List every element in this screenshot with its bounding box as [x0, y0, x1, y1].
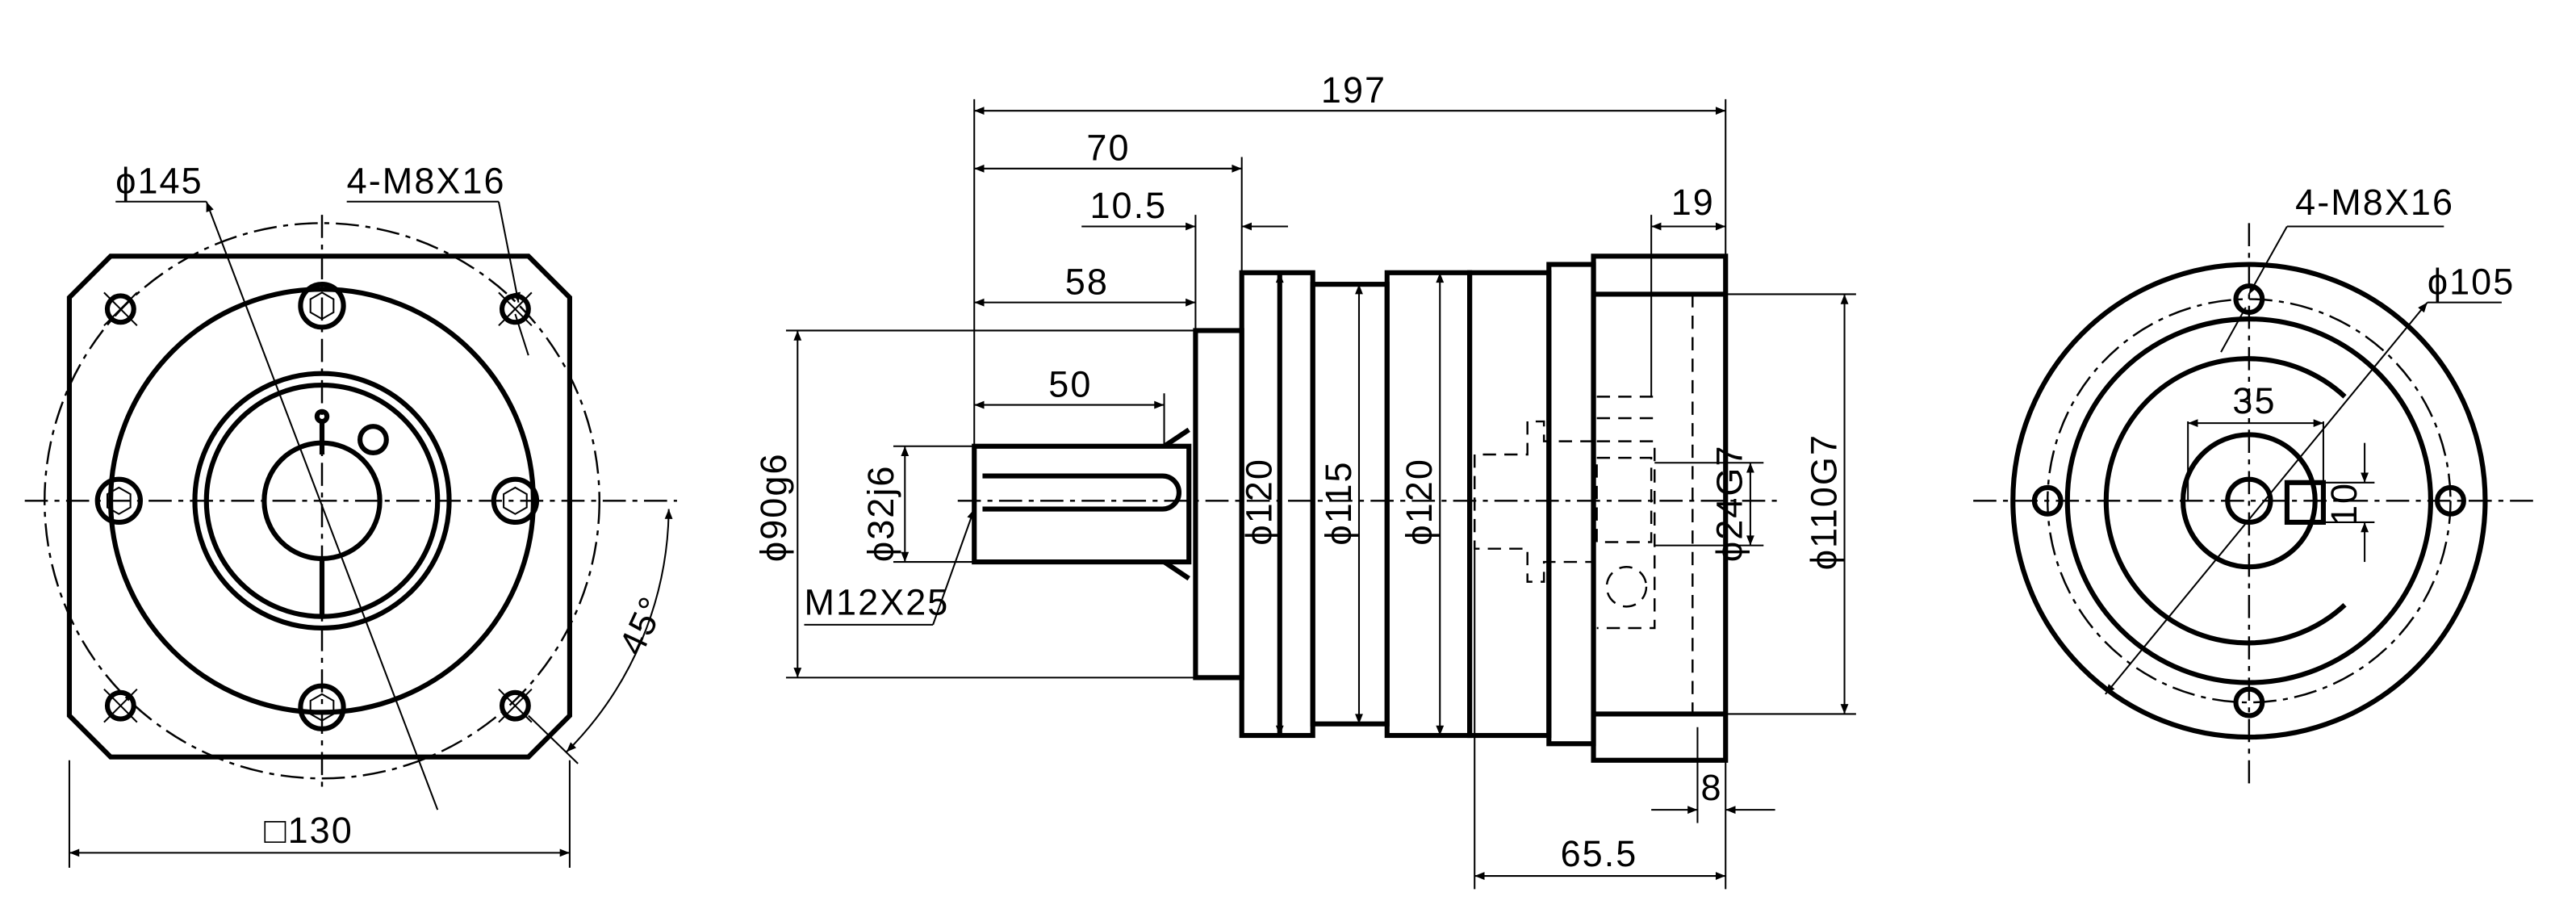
label-body-diameter-2: ϕ120 — [1399, 458, 1440, 546]
label-pilot-diameter: ϕ90g6 — [753, 452, 794, 562]
label-input-bore: ϕ24G7 — [1709, 444, 1750, 562]
label-input-pilot: ϕ110G7 — [1803, 434, 1844, 570]
rear-outer-circle — [2010, 262, 2488, 740]
label-shaft-to-flange: 70 — [1086, 128, 1130, 169]
label-pilot-length: 10.5 — [1089, 185, 1167, 226]
side-view: 197 70 10.5 58 50 19 8 65.5 ϕ90g6 ϕ32j6 … — [753, 69, 1856, 890]
dim-arc-angle — [566, 509, 673, 753]
bolt-circle-105 — [2047, 298, 2452, 704]
label-bolt-circle-105: ϕ105 — [2428, 261, 2515, 302]
clamp-screw-slot — [2284, 480, 2327, 526]
key-mark-dot — [314, 408, 330, 425]
label-thread-front: 4-M8X16 — [347, 161, 506, 202]
label-input-flange-depth: 19 — [1671, 182, 1715, 223]
housing-body — [1467, 270, 1552, 739]
flange-outline — [66, 253, 572, 760]
adapter-step — [1546, 262, 1596, 747]
label-body-diameter-1: ϕ120 — [1239, 458, 1280, 546]
label-recess-depth: 8 — [1701, 767, 1723, 808]
front-view: ϕ145 4-M8X16 □130 45° — [24, 161, 677, 868]
label-angle-45: 45° — [611, 589, 674, 661]
hidden-clamp-features — [1473, 396, 1656, 630]
housing-circle — [108, 287, 536, 715]
output-shaft — [972, 443, 1192, 565]
label-thread-rear: 4-M8X16 — [2295, 182, 2454, 223]
label-shaft-diameter: ϕ32j6 — [860, 464, 901, 562]
vent-hole — [357, 424, 389, 456]
bolt-circle-145 — [44, 222, 600, 780]
label-key-length: 50 — [1048, 363, 1092, 404]
label-center-thread: M12X25 — [804, 582, 949, 623]
label-shaft-length: 58 — [1065, 261, 1109, 302]
input-flange — [1591, 253, 1729, 763]
keyway — [982, 473, 1182, 512]
label-bolt-circle-145: ϕ145 — [115, 161, 203, 202]
rear-view: 4-M8X16 ϕ105 35 10 — [1973, 182, 2535, 785]
label-flange-square: □130 — [264, 810, 353, 851]
label-input-section-length: 65.5 — [1561, 833, 1638, 874]
leader-thread — [497, 201, 521, 303]
mounting-holes — [103, 291, 533, 723]
label-overall-length: 197 — [1321, 69, 1386, 111]
label-groove-diameter: ϕ115 — [1318, 460, 1359, 545]
label-slot-width: 10 — [2323, 482, 2365, 526]
output-flange-outer — [192, 371, 452, 631]
label-clamp-offset: 35 — [2232, 380, 2276, 421]
pilot-spigot — [1193, 328, 1244, 681]
socket-screws — [94, 282, 540, 731]
output-flange-inner — [203, 382, 441, 619]
dim-line-bolt-circle — [205, 201, 439, 811]
